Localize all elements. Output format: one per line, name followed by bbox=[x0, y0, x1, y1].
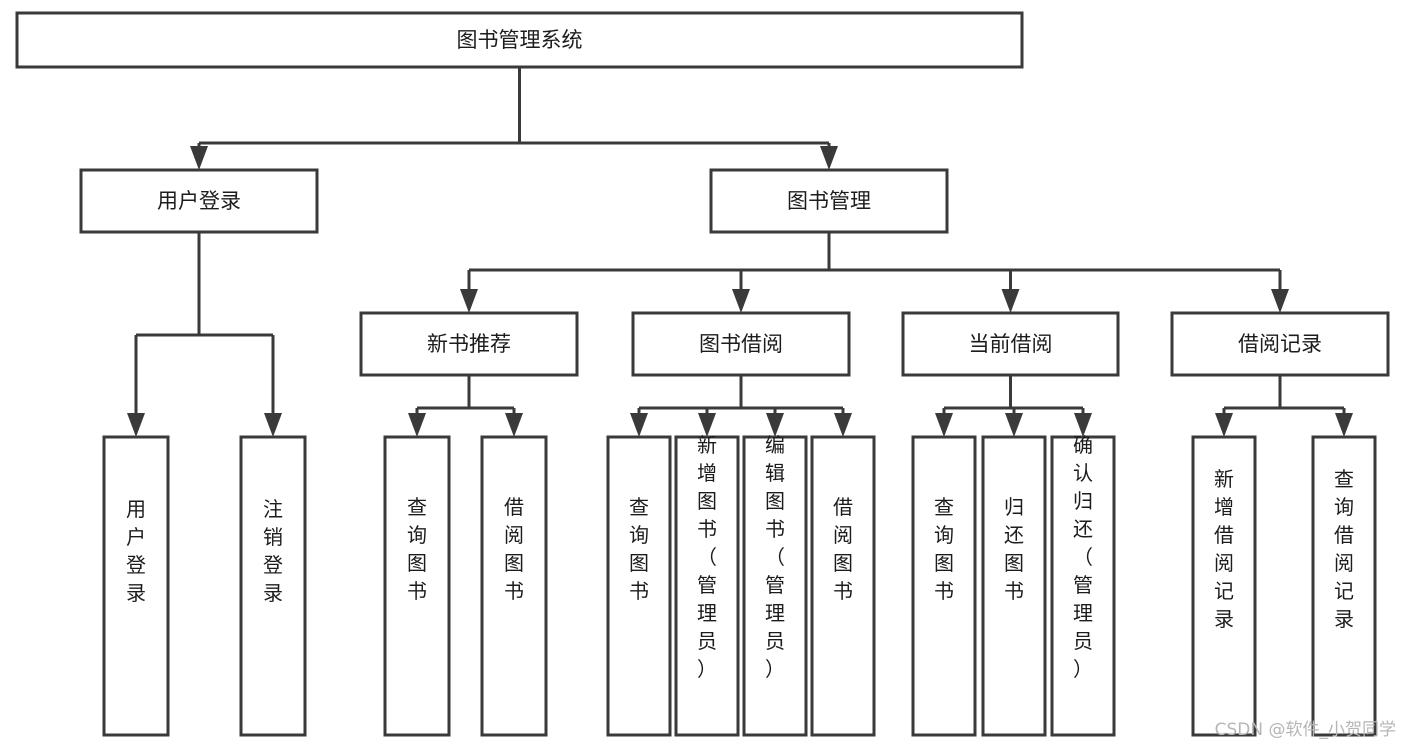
node-leaf-return-book[interactable]: 归还图书 bbox=[981, 435, 1047, 737]
node-box[interactable] bbox=[1191, 435, 1257, 737]
node-box[interactable] bbox=[383, 435, 451, 737]
watermark-label: CSDN @软件_小贺同学 bbox=[1215, 720, 1396, 740]
node-user-login[interactable]: 用户登录 bbox=[79, 168, 319, 234]
arrow-to-book-manage bbox=[820, 146, 838, 170]
node-label: 新增借阅记录 bbox=[1214, 467, 1234, 631]
node-label: 新增图书（管理员） bbox=[697, 433, 717, 681]
arrow-to-leaf-query-borrow-record bbox=[1335, 413, 1353, 437]
node-box[interactable] bbox=[1050, 435, 1116, 737]
arrow-to-leaf-query-book-1 bbox=[408, 413, 426, 437]
connector-layer bbox=[127, 67, 1353, 437]
arrow-to-leaf-add-book-admin bbox=[698, 413, 716, 437]
arrow-to-user-login bbox=[190, 146, 208, 170]
node-leaf-borrow-book-1[interactable]: 借阅图书 bbox=[480, 435, 548, 737]
node-leaf-query-book-2[interactable]: 查询图书 bbox=[606, 435, 672, 737]
node-label: 借阅图书 bbox=[833, 495, 853, 603]
node-label: 编辑图书（管理员） bbox=[765, 433, 785, 681]
node-label: 查询图书 bbox=[934, 495, 954, 603]
node-book-borrow[interactable]: 图书借阅 bbox=[631, 311, 851, 377]
node-box[interactable] bbox=[1311, 435, 1377, 737]
node-label: 注销登录 bbox=[263, 497, 283, 605]
arrow-to-leaf-return-book bbox=[1005, 413, 1023, 437]
node-label: 确认归还（管理员） bbox=[1073, 433, 1093, 681]
node-box[interactable] bbox=[102, 435, 170, 737]
node-leaf-add-book-admin[interactable]: 新增图书（管理员） bbox=[674, 433, 740, 737]
node-leaf-user-logout[interactable]: 注销登录 bbox=[239, 435, 307, 737]
node-label: 新书推荐 bbox=[427, 332, 511, 356]
arrow-to-leaf-add-borrow-record bbox=[1215, 413, 1233, 437]
node-box[interactable] bbox=[239, 435, 307, 737]
node-label: 图书借阅 bbox=[699, 332, 783, 356]
node-box[interactable] bbox=[606, 435, 672, 737]
node-leaf-borrow-book-2[interactable]: 借阅图书 bbox=[810, 435, 876, 737]
node-leaf-edit-book-admin[interactable]: 编辑图书（管理员） bbox=[742, 433, 808, 737]
node-leaf-user-login[interactable]: 用户登录 bbox=[102, 435, 170, 737]
arrow-to-leaf-user-logout bbox=[264, 413, 282, 437]
node-box[interactable] bbox=[480, 435, 548, 737]
node-box[interactable] bbox=[911, 435, 977, 737]
arrow-to-leaf-borrow-book-2 bbox=[834, 413, 852, 437]
node-box[interactable] bbox=[359, 311, 579, 377]
node-box[interactable] bbox=[674, 435, 740, 737]
node-label: 查询借阅记录 bbox=[1334, 467, 1354, 631]
arrow-to-leaf-confirm-return-admin bbox=[1074, 413, 1092, 437]
arrow-to-leaf-query-book-2 bbox=[630, 413, 648, 437]
node-leaf-query-book-3[interactable]: 查询图书 bbox=[911, 435, 977, 737]
node-box[interactable] bbox=[709, 168, 949, 234]
node-box[interactable] bbox=[742, 435, 808, 737]
arrow-to-new-book-recommend bbox=[460, 289, 478, 313]
node-leaf-add-borrow-record[interactable]: 新增借阅记录 bbox=[1191, 435, 1257, 737]
node-label: 当前借阅 bbox=[969, 332, 1053, 356]
node-box[interactable] bbox=[901, 311, 1120, 377]
node-box[interactable] bbox=[1170, 311, 1390, 377]
node-borrow-record[interactable]: 借阅记录 bbox=[1170, 311, 1390, 377]
node-leaf-confirm-return-admin[interactable]: 确认归还（管理员） bbox=[1050, 433, 1116, 737]
node-book-manage[interactable]: 图书管理 bbox=[709, 168, 949, 234]
node-label: 用户登录 bbox=[126, 497, 146, 605]
arrow-to-current-borrow bbox=[1001, 289, 1020, 313]
node-label: 查询图书 bbox=[407, 495, 427, 603]
node-box[interactable] bbox=[631, 311, 851, 377]
node-box[interactable] bbox=[15, 11, 1024, 69]
node-label: 借阅记录 bbox=[1238, 332, 1322, 356]
node-box[interactable] bbox=[79, 168, 319, 234]
node-root[interactable]: 图书管理系统 bbox=[15, 11, 1024, 69]
node-box[interactable] bbox=[981, 435, 1047, 737]
node-current-borrow[interactable]: 当前借阅 bbox=[901, 311, 1120, 377]
node-label: 用户登录 bbox=[157, 189, 241, 213]
node-new-book-recommend[interactable]: 新书推荐 bbox=[359, 311, 579, 377]
node-label: 借阅图书 bbox=[504, 495, 524, 603]
node-layer: 图书管理系统用户登录图书管理新书推荐图书借阅当前借阅借阅记录用户登录注销登录查询… bbox=[15, 11, 1390, 737]
arrow-to-leaf-query-book-3 bbox=[935, 413, 953, 437]
arrow-to-leaf-user-login bbox=[127, 413, 145, 437]
arrow-to-book-borrow bbox=[732, 289, 750, 313]
node-label: 查询图书 bbox=[629, 495, 649, 603]
node-label: 归还图书 bbox=[1004, 495, 1024, 603]
node-label: 图书管理系统 bbox=[457, 28, 583, 52]
node-leaf-query-borrow-record[interactable]: 查询借阅记录 bbox=[1311, 435, 1377, 737]
arrow-to-leaf-borrow-book-1 bbox=[505, 413, 523, 437]
arrow-to-borrow-record bbox=[1271, 289, 1289, 313]
node-box[interactable] bbox=[810, 435, 876, 737]
node-label: 图书管理 bbox=[787, 189, 871, 213]
arrow-to-leaf-edit-book-admin bbox=[766, 413, 784, 437]
node-leaf-query-book-1[interactable]: 查询图书 bbox=[383, 435, 451, 737]
